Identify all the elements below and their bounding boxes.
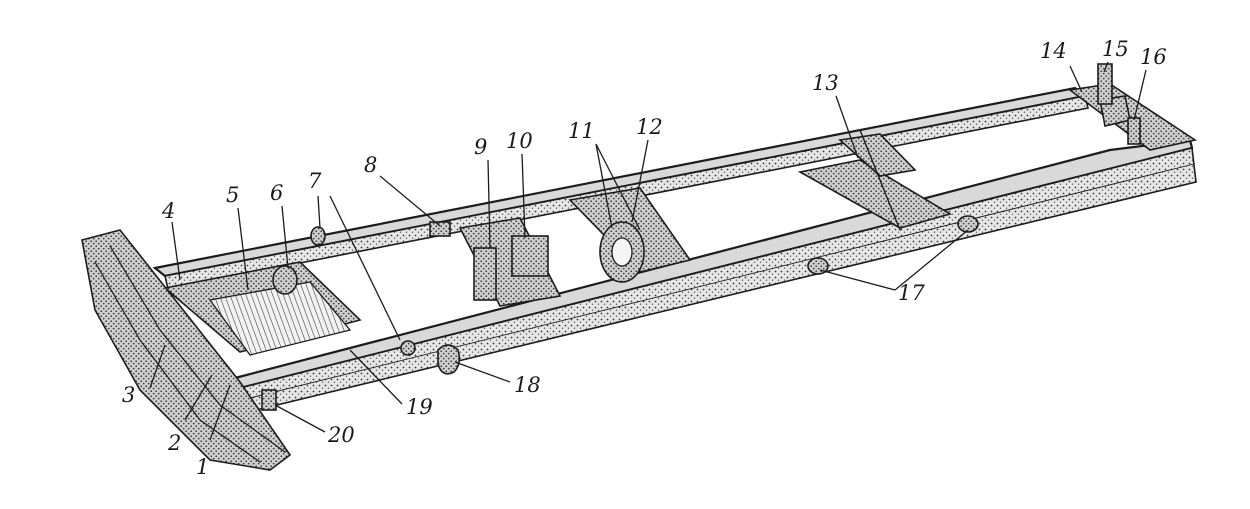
callout-14: 14 bbox=[1040, 39, 1067, 63]
callout-18: 18 bbox=[514, 373, 541, 397]
leader-lines bbox=[149, 61, 1147, 441]
callout-3: 3 bbox=[122, 383, 135, 407]
callout-20: 20 bbox=[327, 423, 355, 447]
bracket-8 bbox=[429, 221, 451, 237]
cross-member-13 bbox=[797, 129, 953, 231]
callout-10: 10 bbox=[506, 129, 533, 153]
bracket-20 bbox=[261, 389, 277, 411]
front-cross-member bbox=[163, 226, 362, 356]
rear-hook-16 bbox=[1127, 117, 1141, 145]
engine-cross-member bbox=[458, 217, 562, 307]
callout-8: 8 bbox=[364, 153, 377, 177]
tow-hook-18 bbox=[437, 344, 461, 375]
callout-19: 19 bbox=[406, 395, 433, 419]
callout-12: 12 bbox=[636, 115, 663, 139]
callout-2: 2 bbox=[167, 431, 181, 455]
callout-11: 11 bbox=[568, 119, 595, 143]
callout-15: 15 bbox=[1102, 37, 1129, 61]
callout-1: 1 bbox=[196, 455, 209, 479]
near-side-rail bbox=[233, 138, 1197, 413]
rear-cross-member bbox=[1067, 63, 1198, 151]
callout-16: 16 bbox=[1140, 45, 1167, 69]
transmission-cross-member bbox=[568, 187, 692, 283]
callout-6: 6 bbox=[270, 181, 283, 205]
front-bumper bbox=[81, 229, 292, 471]
callout-5: 5 bbox=[226, 183, 239, 207]
engine-mount-10 bbox=[511, 235, 549, 277]
mount-bracket-9 bbox=[473, 247, 497, 301]
bolt-19 bbox=[400, 340, 416, 356]
callout-7: 7 bbox=[308, 169, 322, 193]
bracket-17a bbox=[807, 257, 829, 275]
callout-9: 9 bbox=[474, 135, 487, 159]
callout-13: 13 bbox=[812, 71, 839, 95]
spring-bracket-6 bbox=[272, 265, 298, 295]
bolt-7 bbox=[310, 226, 326, 246]
rear-bracket-15 bbox=[1097, 63, 1113, 105]
bracket-17b bbox=[957, 215, 979, 233]
callout-17: 17 bbox=[898, 281, 925, 305]
callout-4: 4 bbox=[161, 199, 175, 223]
